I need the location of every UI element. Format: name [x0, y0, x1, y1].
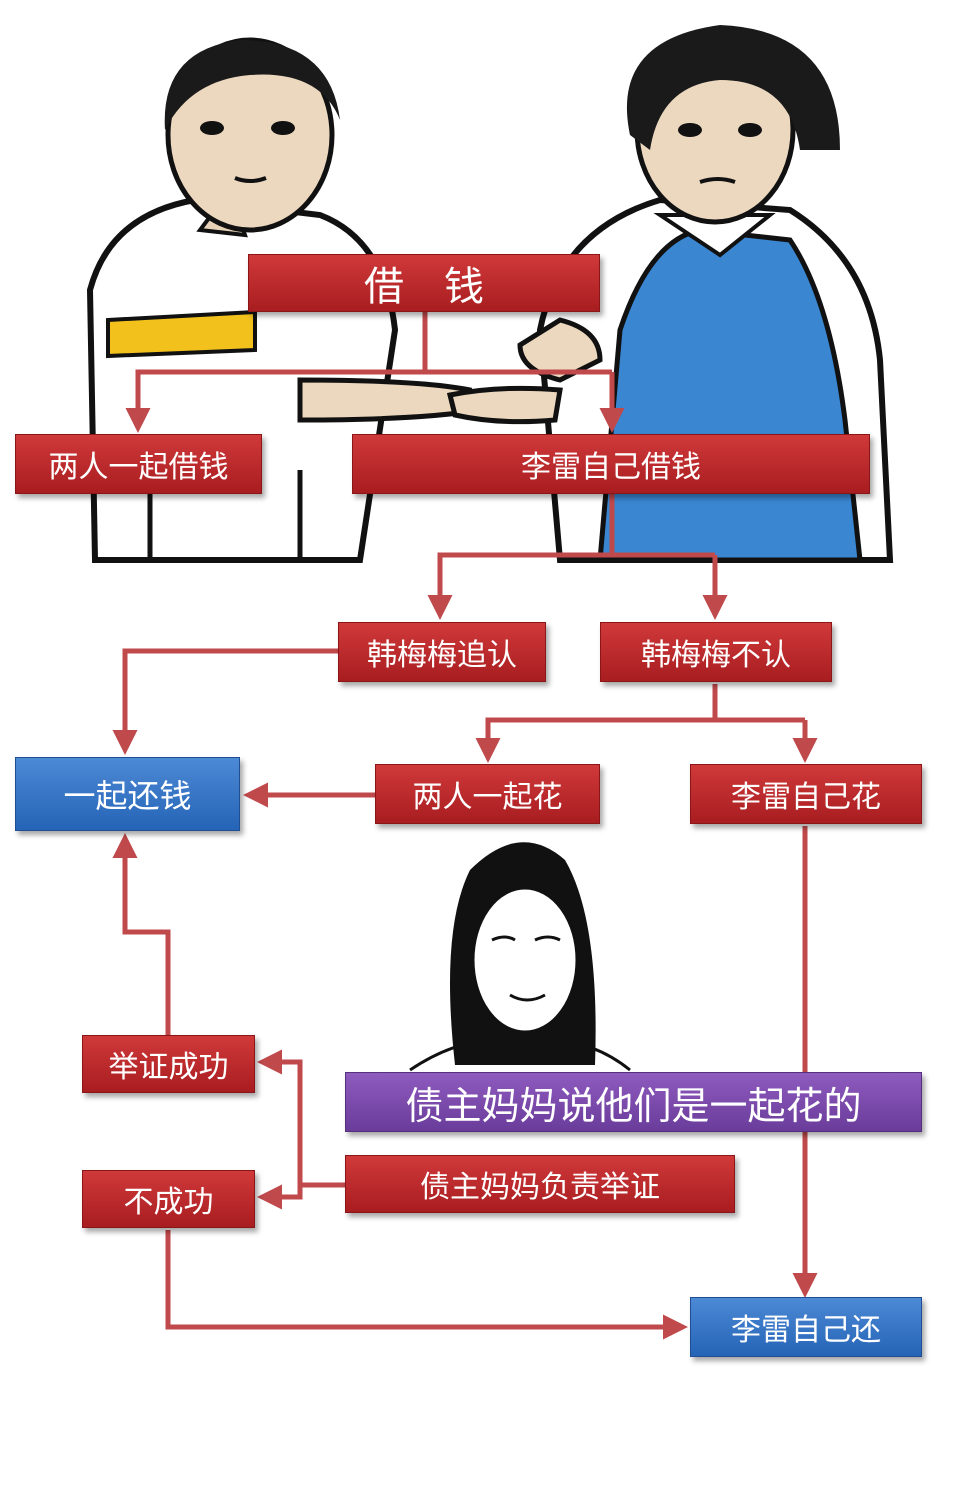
node-proof-fail: 不成功 — [82, 1170, 255, 1228]
node-li-borrow: 李雷自己借钱 — [352, 434, 870, 494]
node-han-ratify: 韩梅梅追认 — [338, 622, 546, 682]
node-han-deny: 韩梅梅不认 — [600, 622, 832, 682]
connector-ratify-to-repay — [112, 648, 338, 755]
node-creditor-claim: 债主妈妈说他们是一起花的 — [345, 1072, 922, 1132]
connector-to-success — [257, 1049, 303, 1185]
connector-fail-to-li-repay — [165, 1230, 688, 1340]
node-both-spend: 两人一起花 — [375, 764, 600, 824]
connector-to-both-borrow — [125, 369, 612, 433]
node-borrow: 借 钱 — [248, 254, 600, 312]
node-proof-success: 举证成功 — [82, 1035, 255, 1093]
node-both-borrow: 两人一起借钱 — [15, 434, 262, 494]
node-li-repay: 李雷自己还 — [690, 1297, 922, 1357]
connector-to-han-ratify — [427, 552, 715, 620]
node-li-spend: 李雷自己花 — [690, 764, 922, 824]
connector-success-to-repay — [112, 833, 171, 1035]
node-repay-together: 一起还钱 — [15, 757, 240, 831]
connector-to-both-spend — [475, 717, 805, 763]
connector-to-fail — [257, 1184, 303, 1210]
creditor-mother-portrait — [409, 842, 631, 1072]
node-creditor-burden: 债主妈妈负责举证 — [345, 1155, 735, 1213]
